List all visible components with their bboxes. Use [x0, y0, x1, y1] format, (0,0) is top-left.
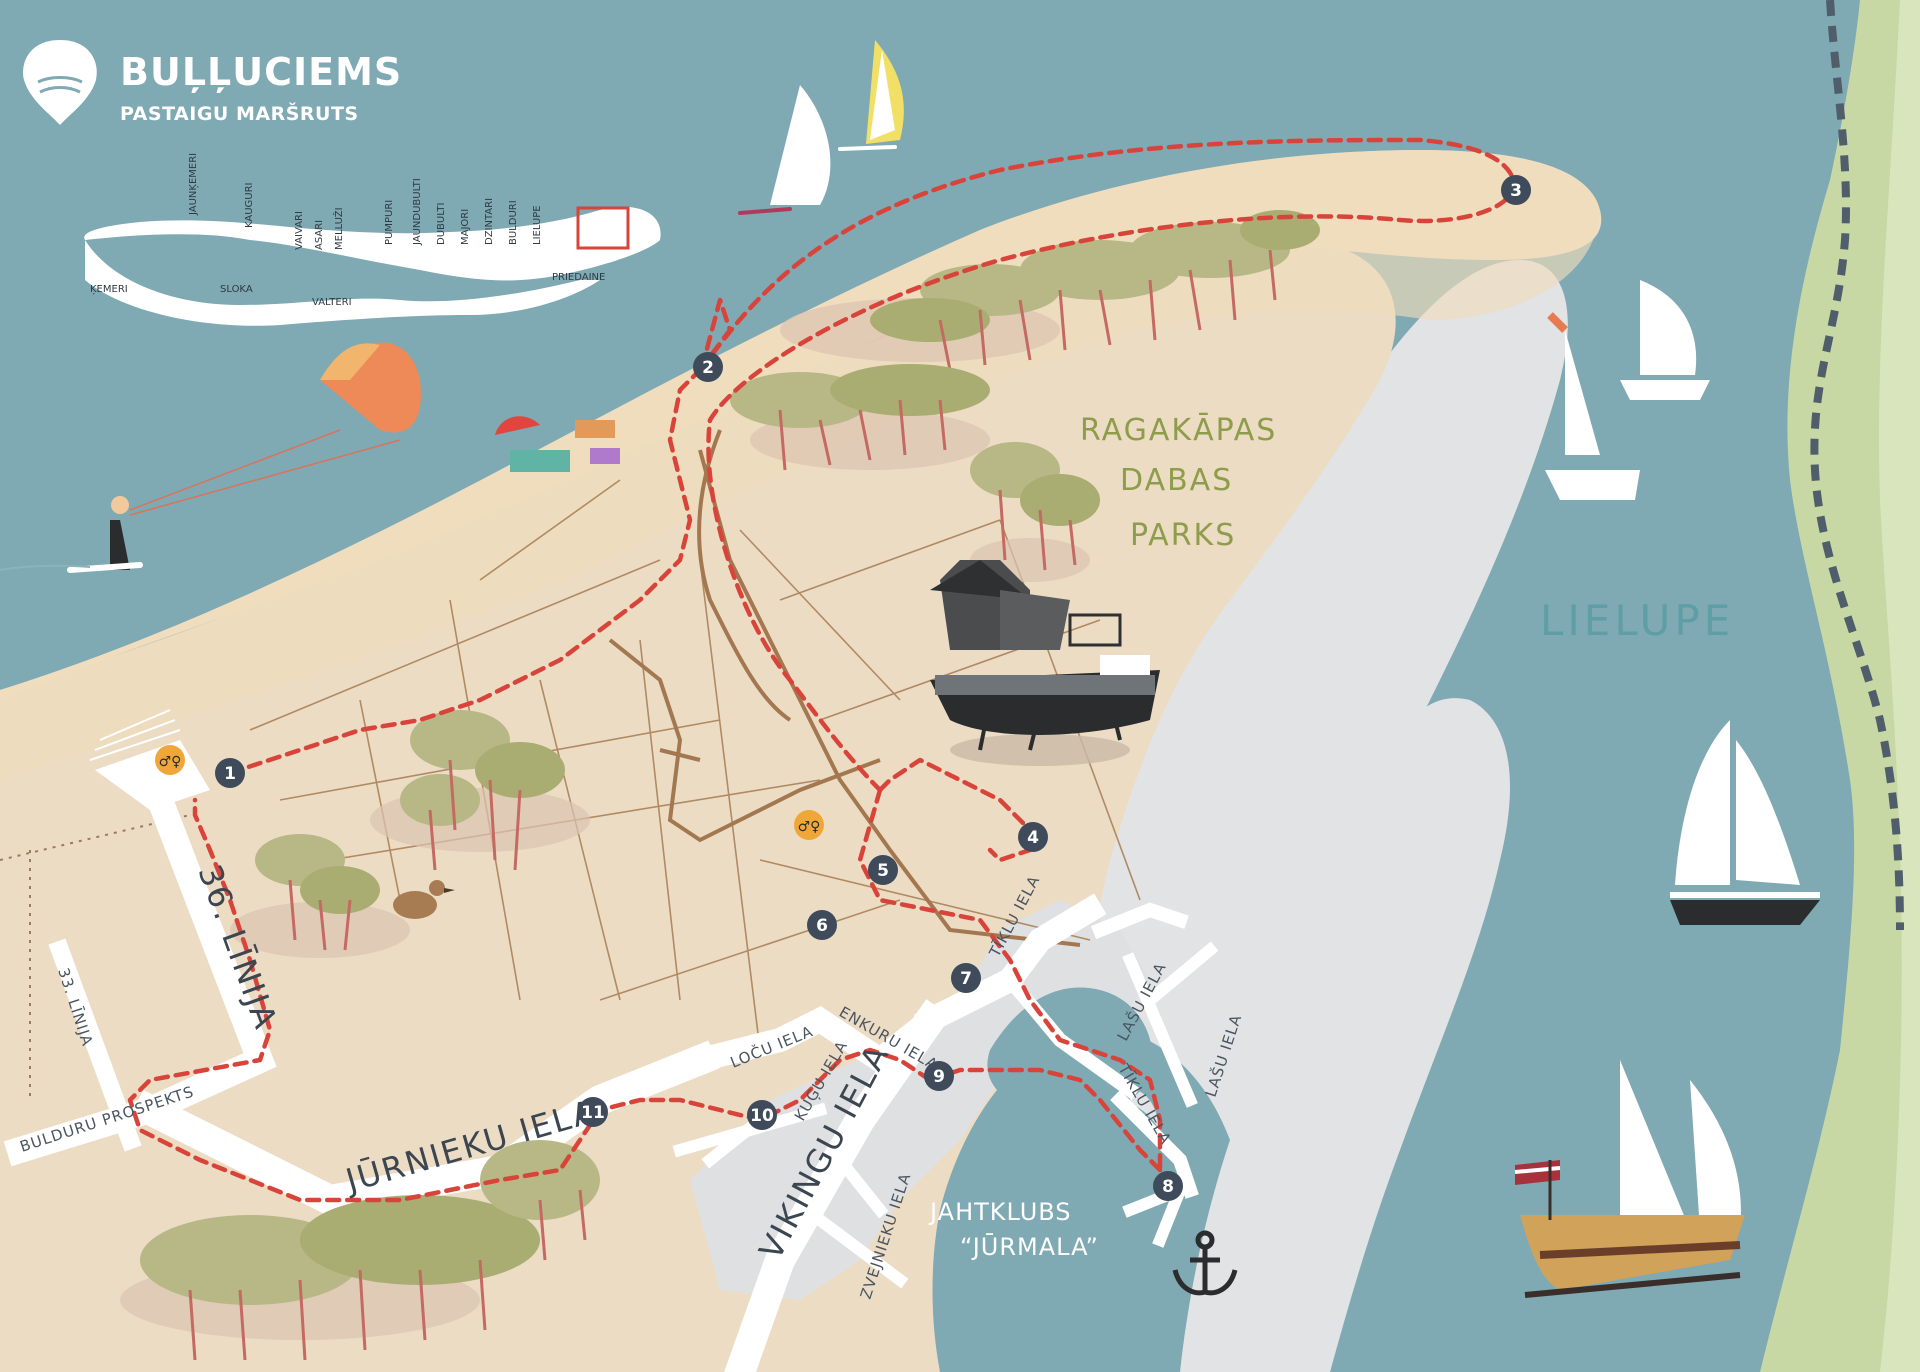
minimap-label: SLOKA	[220, 284, 253, 295]
minimap-label: JAUNDUBULTI	[412, 178, 423, 246]
location-pin-icon	[23, 40, 97, 125]
waypoint[interactable]: 10	[747, 1100, 777, 1130]
waypoint-number: 3	[1510, 181, 1522, 201]
park-label: DABAS	[1120, 463, 1233, 498]
minimap-label: PRIEDAINE	[552, 272, 605, 283]
yacht-club-label: JAHTKLUBS	[928, 1198, 1072, 1226]
minimap-label: JAUNĶEMERI	[188, 153, 199, 216]
sailboat-icon	[1545, 280, 1820, 925]
anchor-icon	[1172, 1230, 1238, 1296]
waypoint[interactable]: 1	[215, 758, 245, 788]
minimap-label: PUMPURI	[384, 200, 395, 245]
waypoint-number: 10	[750, 1106, 774, 1126]
svg-text:♂♀: ♂♀	[798, 819, 821, 835]
river-label: LIELUPE	[1540, 596, 1734, 645]
east-shore	[1760, 0, 1920, 1372]
forest-paths	[249, 479, 1141, 1051]
svg-text:♂♀: ♂♀	[159, 754, 182, 770]
park-label: PARKS	[1130, 518, 1236, 553]
park-label: RAGAKĀPAS	[1080, 412, 1277, 448]
sunbathers	[495, 416, 620, 472]
waypoint-number: 6	[816, 916, 828, 936]
minimap-label: DUBULTI	[436, 203, 447, 245]
walking-route	[127, 137, 1518, 1203]
waypoint-number: 9	[933, 1067, 945, 1087]
wc-icon: ♂♀ ♂♀	[155, 745, 824, 840]
minimap-label: DZINTARI	[484, 198, 495, 245]
waypoint[interactable]: 5	[868, 855, 898, 885]
waypoint-number: 5	[877, 861, 889, 881]
minimap-label: VAIVARI	[294, 211, 305, 250]
minimap-label: MAJORI	[460, 209, 471, 245]
fishing-boat-icon	[930, 560, 1160, 766]
waypoint[interactable]: 11	[578, 1097, 608, 1127]
waypoint[interactable]: 4	[1018, 822, 1048, 852]
minimap	[84, 206, 661, 326]
yacht-club-label: “JŪRMALA”	[960, 1232, 1099, 1261]
waypoint[interactable]: 9	[924, 1061, 954, 1091]
railway-line	[1810, 0, 1904, 931]
map-title: BUĻĻUCIEMS	[120, 50, 402, 94]
waypoint-number: 4	[1027, 828, 1039, 848]
waypoint[interactable]: 2	[693, 352, 723, 382]
minimap-label: ASARI	[314, 220, 325, 250]
windsurfer-icon	[738, 40, 904, 215]
minimap-label: VALTERI	[312, 297, 352, 308]
waypoint[interactable]: 7	[951, 963, 981, 993]
sandbank	[1180, 698, 1510, 1372]
waypoint[interactable]: 6	[807, 910, 837, 940]
minimap-label: LIELUPE	[532, 205, 543, 245]
minimap-label: KAUGURI	[244, 182, 255, 228]
waypoint-number: 2	[702, 358, 714, 378]
minimap-label: MELLUŽI	[332, 207, 345, 250]
kitesurfer-icon	[0, 342, 421, 573]
trees	[120, 210, 1320, 1361]
waypoint[interactable]: 8	[1153, 1171, 1183, 1201]
waypoint[interactable]: 3	[1501, 175, 1531, 205]
waypoint-number: 1	[224, 764, 236, 784]
galleon-icon	[1514, 1060, 1745, 1298]
waypoint-number: 7	[960, 969, 972, 989]
minimap-label: ĶEMERI	[90, 284, 128, 295]
bird-icon	[393, 880, 455, 919]
waypoint-number: 11	[581, 1103, 605, 1123]
map-subtitle: PASTAIGU MARŠRUTS	[120, 101, 359, 125]
waypoint-number: 8	[1162, 1177, 1174, 1197]
minimap-label: BULDURI	[508, 200, 519, 245]
